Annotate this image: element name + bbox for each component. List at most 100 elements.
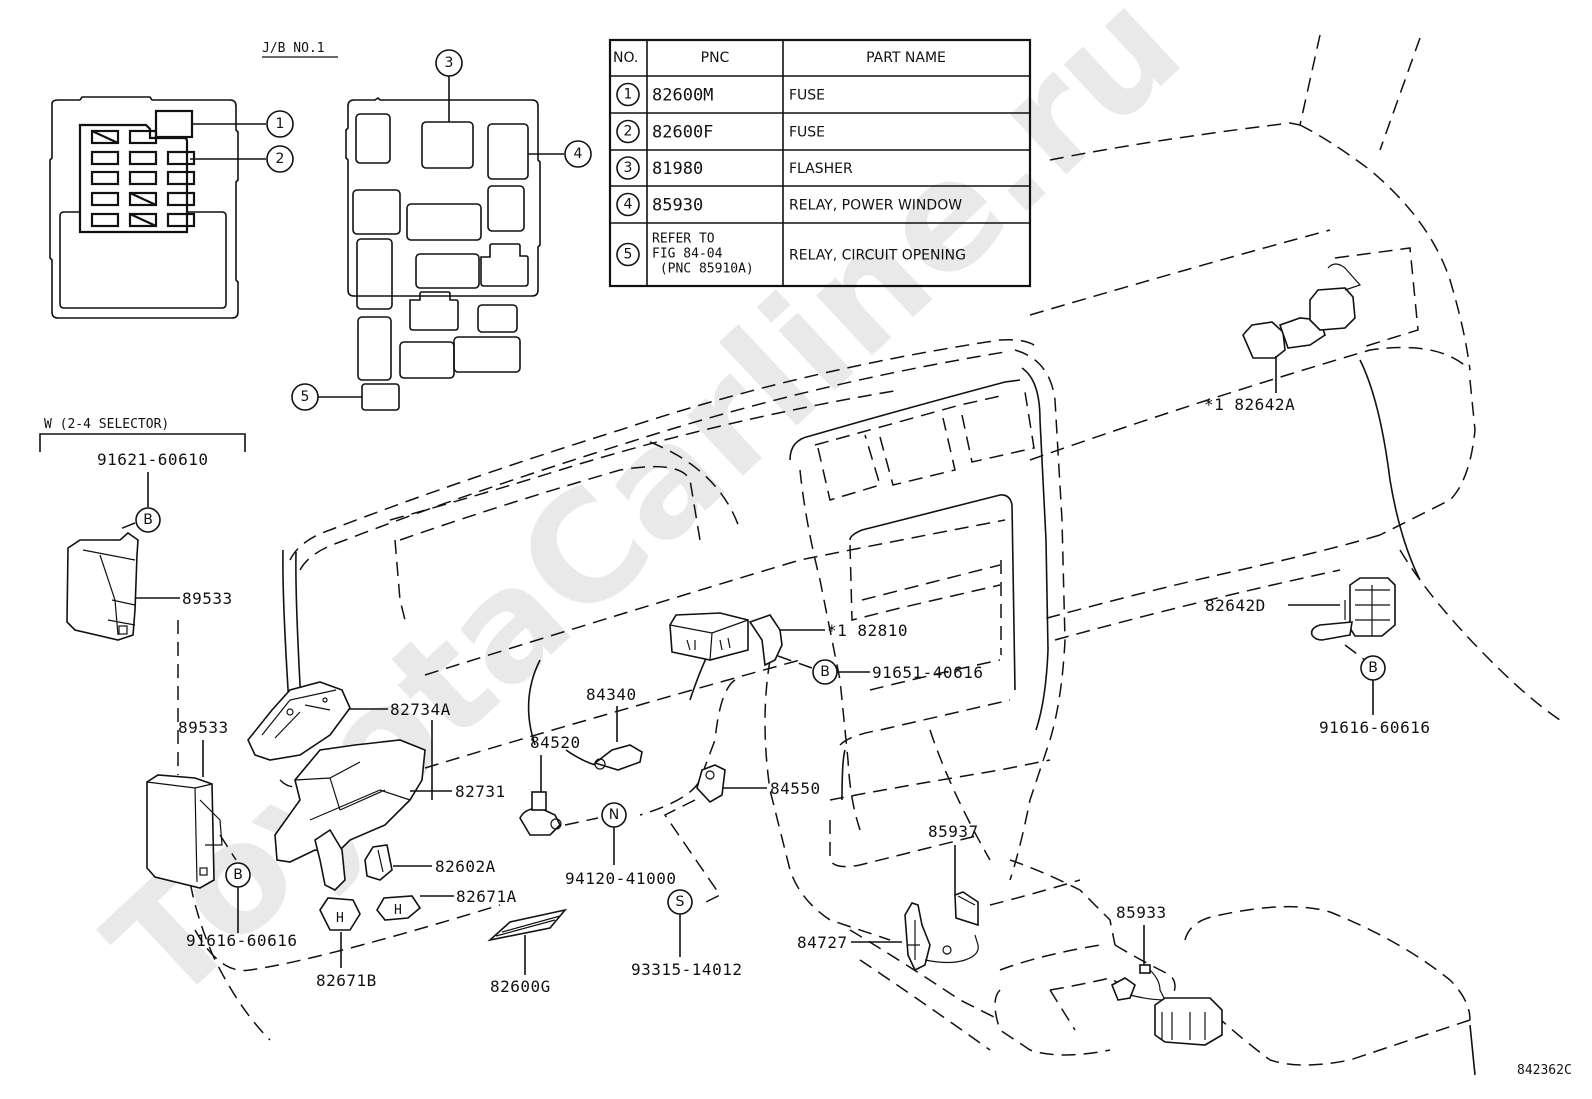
label-plate-82600G[interactable] [487,908,568,942]
selector-bolt-dash [114,522,136,532]
fuse-slot [166,170,196,186]
fuse-slot [90,129,120,145]
label-91616-right: 91616-60616 [1319,718,1430,737]
selector-part-label: 89533 [182,589,233,608]
dash-b-center [777,655,813,669]
table-row-number: 4 [624,197,633,213]
relay-block-82731[interactable] [274,739,426,891]
label-85937: 85937 [928,822,979,841]
label-91616-left: 91616-60616 [186,931,297,950]
fuse-slot [128,150,158,166]
label-84520: 84520 [530,733,581,752]
label-93315: 93315-14012 [631,960,742,979]
module-82810[interactable] [669,612,783,667]
dashboard-outline [184,34,1561,1076]
selector-group-title: W (2-4 SELECTOR) [44,417,169,432]
marker-b-right-label: B [1368,660,1378,676]
table-row-part-name: FLASHER [789,161,853,177]
module-89533-lower[interactable] [146,774,223,889]
label-82671B: 82671B [316,971,377,990]
fuse-slot [166,191,196,207]
table-row-number: 1 [624,87,633,103]
label-89533: 89533 [178,718,229,737]
fuse-slot [90,150,120,166]
callout-5[interactable] [291,383,319,411]
selector-module-89533[interactable] [66,531,139,641]
label-plate-85937[interactable] [954,891,979,927]
label-82642D: 82642D [1205,596,1266,615]
fuse-slot [166,212,196,228]
table-row-number-circle [616,242,640,267]
table-row-number-circle [616,192,640,217]
fuse-slot [128,212,158,228]
fuse-slash [91,130,119,144]
label-82734A: 82734A [390,700,451,719]
marker-b-left-label: B [233,867,243,883]
fuse-slot [90,170,120,186]
selector-bolt-marker-label: B [143,512,153,528]
connector-82671A[interactable]: H [376,895,422,921]
label-85933: 85933 [1116,903,1167,922]
switch-84340[interactable] [593,744,643,771]
h-mark: H [394,903,402,918]
table-row-pnc-line: REFER TO [652,232,715,247]
parts-table [608,38,1032,288]
connector-82671B[interactable]: H [319,897,361,931]
table-row-number: 3 [624,160,633,176]
fuse-slot [128,191,158,207]
relay-82642A[interactable] [1242,263,1362,359]
callout-1[interactable] [266,110,294,138]
fuse-slot [90,212,120,228]
callout-5-label: 5 [301,389,310,405]
callout-2-label: 2 [276,151,285,167]
label-84550: 84550 [770,779,821,798]
fuse-slot [90,191,120,207]
label-91651: 91651-40616 [872,663,983,682]
marker-n-label: N [609,807,619,823]
bracket-82734A[interactable] [247,681,351,761]
table-row-pnc: 85930 [652,196,703,216]
label-82671A: 82671A [456,887,517,906]
callout-4-label: 4 [574,146,583,162]
callout-3-label: 3 [445,55,454,71]
dash-b-right [1344,644,1366,661]
fuse-slash [129,192,157,206]
label-84727: 84727 [797,933,848,952]
selector-group-bracket [39,433,246,452]
dash-b-left [219,834,237,861]
table-header-pnc: PNC [701,50,730,66]
callout-4[interactable] [564,140,592,168]
relay-82602A[interactable] [364,844,393,881]
table-row-pnc: 82600M [652,86,713,106]
label-82731: 82731 [455,782,506,801]
table-header-no: NO. [613,50,638,66]
table-row-part-name: RELAY, POWER WINDOW [789,198,962,214]
table-row-pnc: 81980 [652,159,703,179]
marker-b-center-label: B [820,664,830,680]
switch-84550[interactable] [696,764,726,804]
table-row-part-name: RELAY, CIRCUIT OPENING [789,248,966,264]
curve-84520 [565,749,596,766]
label-82642A: *1 82642A [1204,395,1295,414]
switch-84520[interactable] [519,791,562,836]
figure-id: 842362C [1517,1063,1572,1078]
fuse-slot [166,150,196,166]
switch-84727[interactable] [904,902,979,972]
callout-2[interactable] [266,145,294,173]
marker-s-label: S [676,894,685,910]
dash-n [564,817,599,826]
fuse-slot [128,129,158,145]
table-row-pnc: 82600F [652,123,713,143]
callout-3[interactable] [435,49,463,77]
relay-82642D[interactable] [1310,577,1396,641]
selector-bolt-marker[interactable] [135,507,161,533]
fuse-slash [129,213,157,227]
wire-84340 [527,659,541,746]
table-row-number-circle [616,82,640,107]
callout-1-label: 1 [276,116,285,132]
table-header-part-name: PART NAME [866,50,946,66]
connector-85933[interactable] [1110,964,1223,1046]
h-mark-b: H [336,911,344,926]
